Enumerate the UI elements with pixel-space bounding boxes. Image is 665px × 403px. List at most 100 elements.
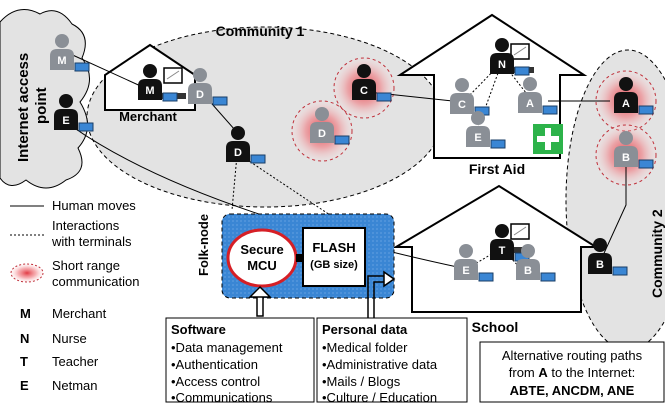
software-title: Software bbox=[171, 322, 226, 337]
person-head-icon bbox=[523, 77, 537, 91]
person-letter: M bbox=[145, 85, 154, 97]
person-letter: D bbox=[318, 128, 326, 140]
community-2-title: Community 2 bbox=[649, 209, 665, 298]
folk-node-chip-icon bbox=[638, 105, 654, 115]
person-B1: B bbox=[614, 131, 654, 169]
person-head-icon bbox=[495, 38, 509, 52]
person-D2: D bbox=[226, 126, 266, 164]
secure-mcu-line1: Secure bbox=[240, 242, 283, 257]
person-body-icon bbox=[454, 259, 478, 280]
legend-key-t: T bbox=[20, 354, 28, 369]
person-head-icon bbox=[315, 107, 329, 121]
folk-node-chip-icon bbox=[490, 139, 506, 149]
person-A2: A bbox=[614, 77, 654, 115]
software-arrow bbox=[248, 285, 272, 317]
personal-data-title: Personal data bbox=[322, 322, 408, 337]
person-head-icon bbox=[459, 244, 473, 258]
routing-line2: from A to the Internet: bbox=[509, 365, 635, 380]
person-body-icon bbox=[490, 53, 514, 74]
person-body-icon bbox=[450, 93, 474, 114]
personal-data-arrow bbox=[367, 270, 396, 318]
person-T1: T bbox=[490, 224, 530, 262]
folk-node-chip-icon bbox=[250, 154, 266, 164]
person-letter: B bbox=[622, 152, 630, 164]
software-item-4: •Communications bbox=[171, 390, 273, 403]
person-letter: C bbox=[458, 99, 466, 111]
laptop-icon-school bbox=[506, 223, 534, 253]
first-aid-cross-icon bbox=[533, 124, 563, 154]
person-body-icon bbox=[138, 79, 162, 100]
flash-line1: FLASH bbox=[312, 240, 355, 255]
person-N1: N bbox=[490, 38, 530, 76]
human-move-lines bbox=[65, 51, 627, 269]
person-head-icon bbox=[619, 131, 633, 145]
person-head-icon bbox=[59, 94, 73, 108]
person-body-icon bbox=[614, 146, 638, 167]
merchant-place-label: Merchant bbox=[119, 109, 177, 124]
person-letter: D bbox=[196, 89, 204, 101]
folk-node-chip-icon bbox=[74, 62, 90, 72]
person-letter: E bbox=[462, 265, 469, 277]
person-B3: B bbox=[516, 244, 556, 282]
community-1-title: Community 1 bbox=[216, 23, 305, 39]
person-body-icon bbox=[188, 83, 212, 104]
personal-data-item-1: •Medical folder bbox=[322, 340, 408, 355]
folk-node-chip-icon bbox=[612, 266, 628, 276]
legend-human-moves: Human moves bbox=[52, 198, 136, 213]
person-letter: E bbox=[62, 115, 69, 127]
person-body-icon bbox=[50, 49, 74, 70]
routing-line3: ABTE, ANCDM, ANE bbox=[510, 383, 635, 398]
person-body-icon bbox=[516, 259, 540, 280]
routing-box: Alternative routing paths from A to the … bbox=[479, 341, 665, 403]
person-body-icon bbox=[310, 122, 334, 143]
person-letter: E bbox=[474, 132, 481, 144]
folk-node-device: Secure MCU FLASH (GB size) Folk-node bbox=[196, 213, 395, 299]
internet-access-title-1: Internet access bbox=[15, 53, 32, 162]
chip-link bbox=[296, 254, 304, 262]
person-A1: A bbox=[518, 77, 558, 115]
person-D3: D bbox=[310, 107, 350, 145]
personal-data-item-3: •Mails / Blogs bbox=[322, 374, 401, 389]
person-body-icon bbox=[54, 109, 78, 130]
person-body-icon bbox=[466, 126, 490, 147]
person-letter: A bbox=[622, 98, 630, 110]
software-item-2: •Authentication bbox=[171, 357, 258, 372]
software-item-1: •Data management bbox=[171, 340, 283, 355]
person-letter: A bbox=[526, 98, 534, 110]
software-box: Software •Data management •Authenticatio… bbox=[165, 317, 315, 403]
person-head-icon bbox=[357, 64, 371, 78]
software-item-3: •Access control bbox=[171, 374, 260, 389]
legend-interactions-1: Interactions bbox=[52, 218, 120, 233]
legend-key-m: M bbox=[20, 306, 31, 321]
folk-node-chip-icon bbox=[514, 66, 530, 76]
person-head-icon bbox=[593, 238, 607, 252]
person-letter: T bbox=[499, 245, 506, 257]
person-letter: C bbox=[360, 85, 368, 97]
person-E1: E bbox=[54, 94, 94, 132]
legend-role-e: Netman bbox=[52, 378, 98, 393]
person-C2: C bbox=[450, 78, 490, 116]
person-letter: M bbox=[57, 55, 66, 67]
folk-node-chip-icon bbox=[162, 92, 178, 102]
legend-role-m: Merchant bbox=[52, 306, 107, 321]
person-head-icon bbox=[521, 244, 535, 258]
legend-role-n: Nurse bbox=[52, 331, 87, 346]
person-head-icon bbox=[193, 68, 207, 82]
legend-role-t: Teacher bbox=[52, 354, 99, 369]
folk-node-chip-icon bbox=[78, 122, 94, 132]
person-head-icon bbox=[619, 77, 633, 91]
person-E3: E bbox=[454, 244, 494, 282]
person-letter: B bbox=[596, 259, 604, 271]
person-body-icon bbox=[352, 79, 376, 100]
folk-node-label: Folk-node bbox=[196, 214, 211, 276]
flash-line2: (GB size) bbox=[310, 259, 358, 271]
folk-node-chip-icon bbox=[540, 272, 556, 282]
person-body-icon bbox=[226, 141, 250, 162]
person-head-icon bbox=[143, 64, 157, 78]
person-E2: E bbox=[466, 111, 506, 149]
person-D1: D bbox=[188, 68, 228, 106]
legend: Human moves Interactions with terminals … bbox=[10, 198, 139, 393]
flash-chip bbox=[302, 227, 366, 287]
person-head-icon bbox=[55, 34, 69, 48]
